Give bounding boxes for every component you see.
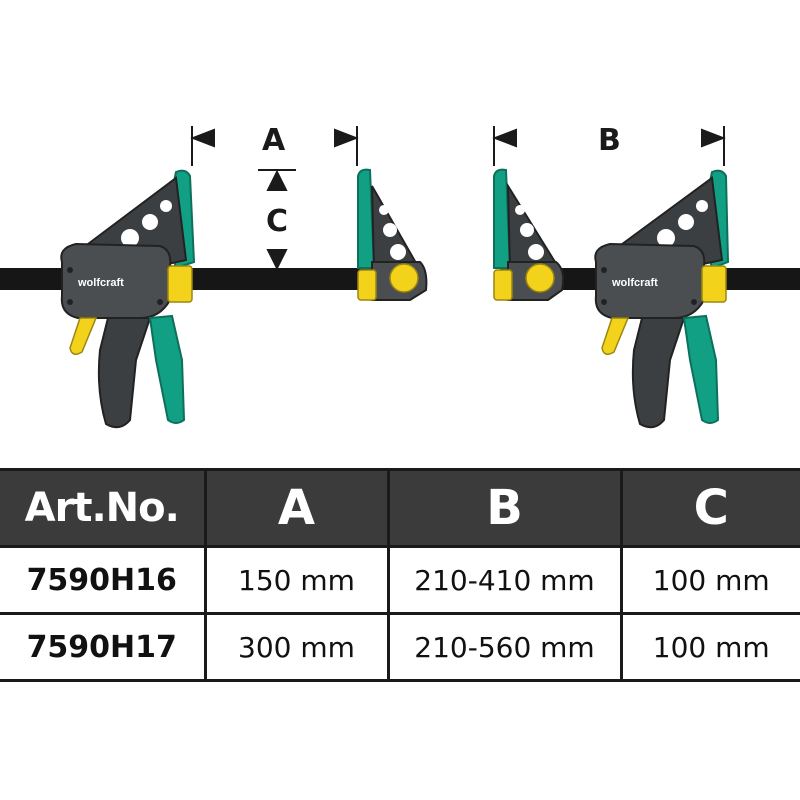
dimension-a-label: A [262, 123, 286, 158]
header-art-no: Art.No. [0, 468, 207, 548]
c-cell: 100 mm [619, 545, 800, 615]
c-cell: 100 mm [619, 612, 800, 682]
b-cell: 210-410 mm [386, 545, 623, 615]
table-header-row: Art.No. A B C [0, 468, 800, 548]
header-c: C [619, 468, 800, 548]
right-clamp-sliding-jaw [493, 168, 565, 301]
dimension-c-label: C [266, 204, 288, 239]
dimension-b-label: B [598, 123, 621, 158]
header-b: B [386, 468, 623, 548]
dimension-b-marker [492, 126, 726, 166]
left-clamp-body: wolfcraft [60, 169, 196, 429]
header-a: A [203, 468, 390, 548]
dimension-a-marker [190, 126, 359, 166]
left-brand-label: wolfcraft [77, 277, 124, 289]
art-no-cell: 7590H16 [0, 545, 207, 615]
clamp-diagram: wolfcraft [0, 123, 800, 429]
a-cell: 150 mm [203, 545, 390, 615]
b-cell: 210-560 mm [386, 612, 623, 682]
right-brand-label: wolfcraft [611, 277, 658, 289]
left-clamp-sliding-jaw [357, 168, 428, 301]
a-cell: 300 mm [203, 612, 390, 682]
art-no-cell: 7590H17 [0, 612, 207, 682]
left-clamp-bar [0, 268, 400, 290]
table-row: 7590H16 150 mm 210-410 mm 100 mm [0, 545, 800, 615]
dimension-c-marker [258, 169, 296, 271]
table-row: 7590H17 300 mm 210-560 mm 100 mm [0, 612, 800, 682]
right-clamp-body: wolfcraft [594, 169, 730, 429]
spec-table: Art.No. A B C 7590H16 150 mm 210-410 mm … [0, 468, 800, 682]
